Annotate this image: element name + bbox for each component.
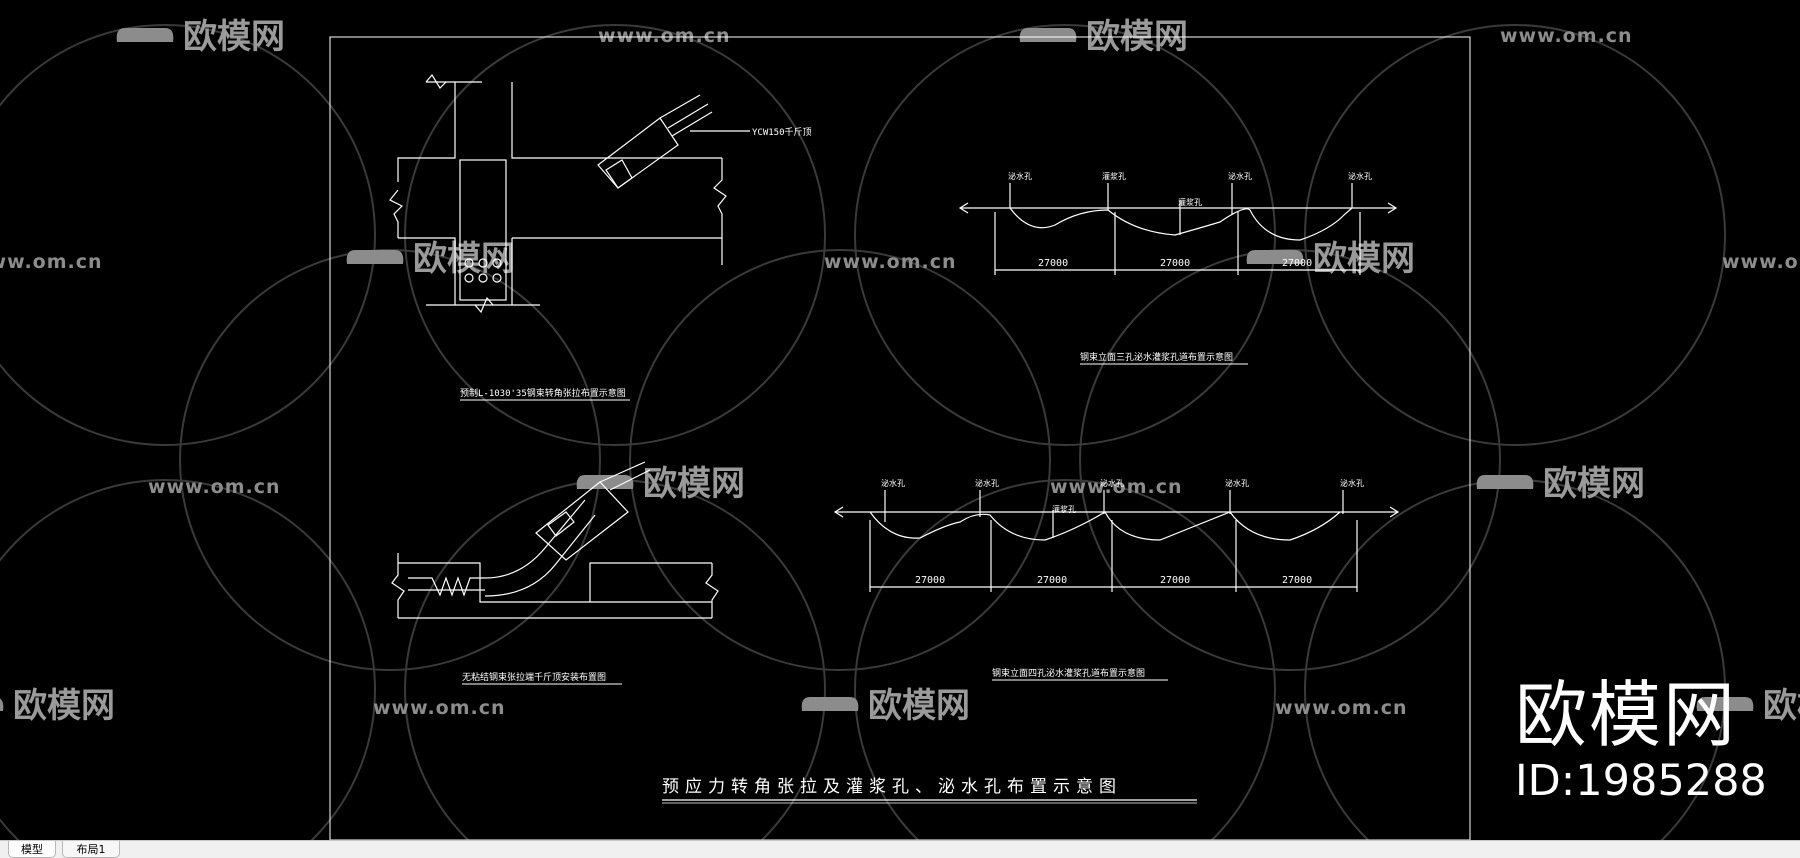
watermark-url-text: www.om.cn xyxy=(598,25,731,47)
svg-text:27000: 27000 xyxy=(1282,575,1312,586)
watermark-logo-text: 欧模网 xyxy=(1543,464,1645,504)
watermark-logo-text: 欧模网 xyxy=(13,686,115,726)
svg-text:灌浆孔: 灌浆孔 xyxy=(1052,504,1076,514)
watermark-logo-text: 欧模网 xyxy=(1313,239,1415,279)
watermark-url-text: www.om.cn xyxy=(1050,476,1183,498)
watermark-url-text: www.om.cn xyxy=(1500,25,1633,47)
svg-text:泌水孔: 泌水孔 xyxy=(1008,171,1032,181)
sofa-logo-icon xyxy=(1246,250,1304,264)
profile-top-markers: 泌水孔 灌浆孔 灌浆孔 泌水孔 泌水孔 xyxy=(1008,171,1372,207)
drawing-main-title: 预应力转角张拉及灌浆孔、泌水孔布置示意图 xyxy=(662,777,1122,797)
watermark-url-text: www.om.cn xyxy=(373,697,506,719)
watermark-logo-text: 欧模网 xyxy=(868,686,970,726)
svg-text:27000: 27000 xyxy=(1160,258,1190,269)
svg-text:27000: 27000 xyxy=(915,575,945,586)
watermark-url-text: www.om.cn xyxy=(148,476,281,498)
jack-callout-label: YCW150千斤顶 xyxy=(752,127,812,138)
tab-model[interactable]: 模型 xyxy=(8,841,56,858)
watermark-logo-text: 欧模网 xyxy=(183,17,285,57)
sofa-logo-icon xyxy=(1476,475,1534,489)
watermark-urls: www.om.cn www.om.cn www.om.cn www.om.cn … xyxy=(0,25,1800,719)
svg-text:灌浆孔: 灌浆孔 xyxy=(1178,197,1202,207)
watermark-url-text: www.om.cn xyxy=(1275,697,1408,719)
svg-text:泌水孔: 泌水孔 xyxy=(1225,478,1249,488)
svg-text:27000: 27000 xyxy=(1160,575,1190,586)
sofa-logo-icon xyxy=(1696,697,1754,711)
svg-text:泌水孔: 泌水孔 xyxy=(1348,171,1372,181)
watermark-url-text: www.om.cn xyxy=(1722,251,1800,273)
watermark-logos: 欧模网 欧模网 欧模网 欧模网 欧模网 欧模网 欧模网 欧模网 xyxy=(0,17,1800,726)
sofa-logo-icon xyxy=(1019,28,1077,42)
watermark-url-text: www.om.cn xyxy=(824,251,957,273)
paper-border xyxy=(329,36,1471,840)
watermark-circles xyxy=(0,24,1726,840)
detail-bottom-left-caption: 无粘结钢束张拉端千斤顶安装布置图 xyxy=(462,671,606,683)
svg-text:灌浆孔: 灌浆孔 xyxy=(1102,171,1126,181)
tab-layout1[interactable]: 布局1 xyxy=(62,841,120,858)
brand-name: 欧模网 xyxy=(1515,673,1738,757)
brand-id: ID:1985288 xyxy=(1515,756,1767,806)
profile-top-span-labels: 27000 27000 27000 xyxy=(1038,258,1312,269)
layout-tab-bar: 模型 布局1 xyxy=(0,840,1800,858)
profile-top-caption: 钢束立面三孔泌水灌浆孔道布置示意图 xyxy=(1080,351,1233,363)
brand-overlay: 欧模网 ID:1985288 xyxy=(1515,675,1767,805)
svg-text:27000: 27000 xyxy=(1282,258,1312,269)
svg-text:泌水孔: 泌水孔 xyxy=(881,478,905,488)
profile-top-drawing xyxy=(958,183,1398,275)
sofa-logo-icon xyxy=(116,28,174,42)
sofa-logo-icon xyxy=(346,250,404,264)
profile-bottom-drawing xyxy=(833,490,1400,592)
profile-bottom-caption: 钢束立面四孔泌水灌浆孔道布置示意图 xyxy=(992,667,1145,679)
watermark-logo-text: 欧模网 xyxy=(1763,686,1800,726)
svg-text:27000: 27000 xyxy=(1037,575,1067,586)
svg-text:泌水孔: 泌水孔 xyxy=(1100,478,1124,488)
svg-text:泌水孔: 泌水孔 xyxy=(1340,478,1364,488)
detail-bottom-left-drawing xyxy=(391,461,719,619)
profile-bottom-markers: 泌水孔 泌水孔 灌浆孔 泌水孔 泌水孔 泌水孔 xyxy=(881,478,1364,514)
svg-text:泌水孔: 泌水孔 xyxy=(975,478,999,488)
sofa-logo-icon xyxy=(801,697,859,711)
sofa-logo-icon xyxy=(0,698,4,711)
svg-text:泌水孔: 泌水孔 xyxy=(1228,171,1252,181)
cad-drawing-canvas[interactable]: 欧模网 欧模网 欧模网 欧模网 欧模网 欧模网 欧模网 欧模网 xyxy=(0,0,1800,840)
watermark-url-text: www.om.cn xyxy=(0,251,103,273)
watermark-logo-text: 欧模网 xyxy=(643,464,745,504)
profile-bottom-span-labels: 27000 27000 27000 27000 xyxy=(915,575,1312,586)
svg-text:27000: 27000 xyxy=(1038,258,1068,269)
detail-top-left-drawing xyxy=(389,73,750,314)
detail-top-left-caption: 预制L-1030'35钢束转角张拉布置示意图 xyxy=(460,387,626,399)
watermark-logo-text: 欧模网 xyxy=(413,239,515,279)
